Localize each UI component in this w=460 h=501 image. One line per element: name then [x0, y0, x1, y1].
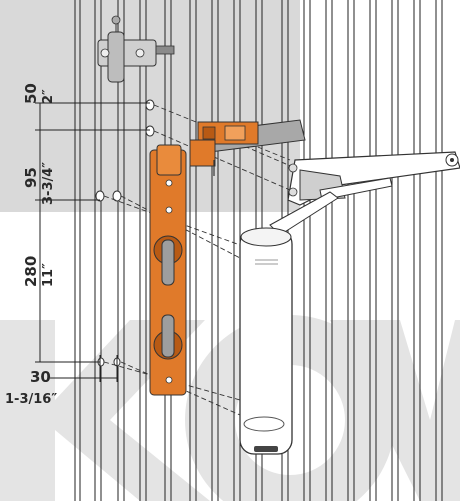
dim-label-50-mm: 50 — [22, 83, 40, 104]
dim-label-280-mm: 280 — [22, 256, 40, 287]
dim-label-95-inch: 3-3/4″ — [41, 162, 56, 205]
lower-spring-clamp — [153, 314, 183, 360]
upper-spring-clamp — [153, 235, 183, 286]
dim-label-30-inch: 1-3/16″ — [5, 392, 57, 407]
hinge-icon — [97, 15, 175, 83]
dim-label-50-inch: 2″ — [41, 89, 56, 104]
mounting-plate — [149, 144, 187, 396]
arm-mount-bracket — [189, 121, 259, 176]
dim-label-30-mm: 30 — [30, 368, 51, 386]
watermark — [0, 315, 460, 501]
closer-arm — [269, 151, 460, 236]
dimension-lines — [35, 102, 150, 382]
dim-label-280-inch: 11″ — [41, 263, 56, 287]
dim-label-95-mm: 95 — [22, 167, 40, 188]
door-closer-body — [239, 227, 293, 455]
